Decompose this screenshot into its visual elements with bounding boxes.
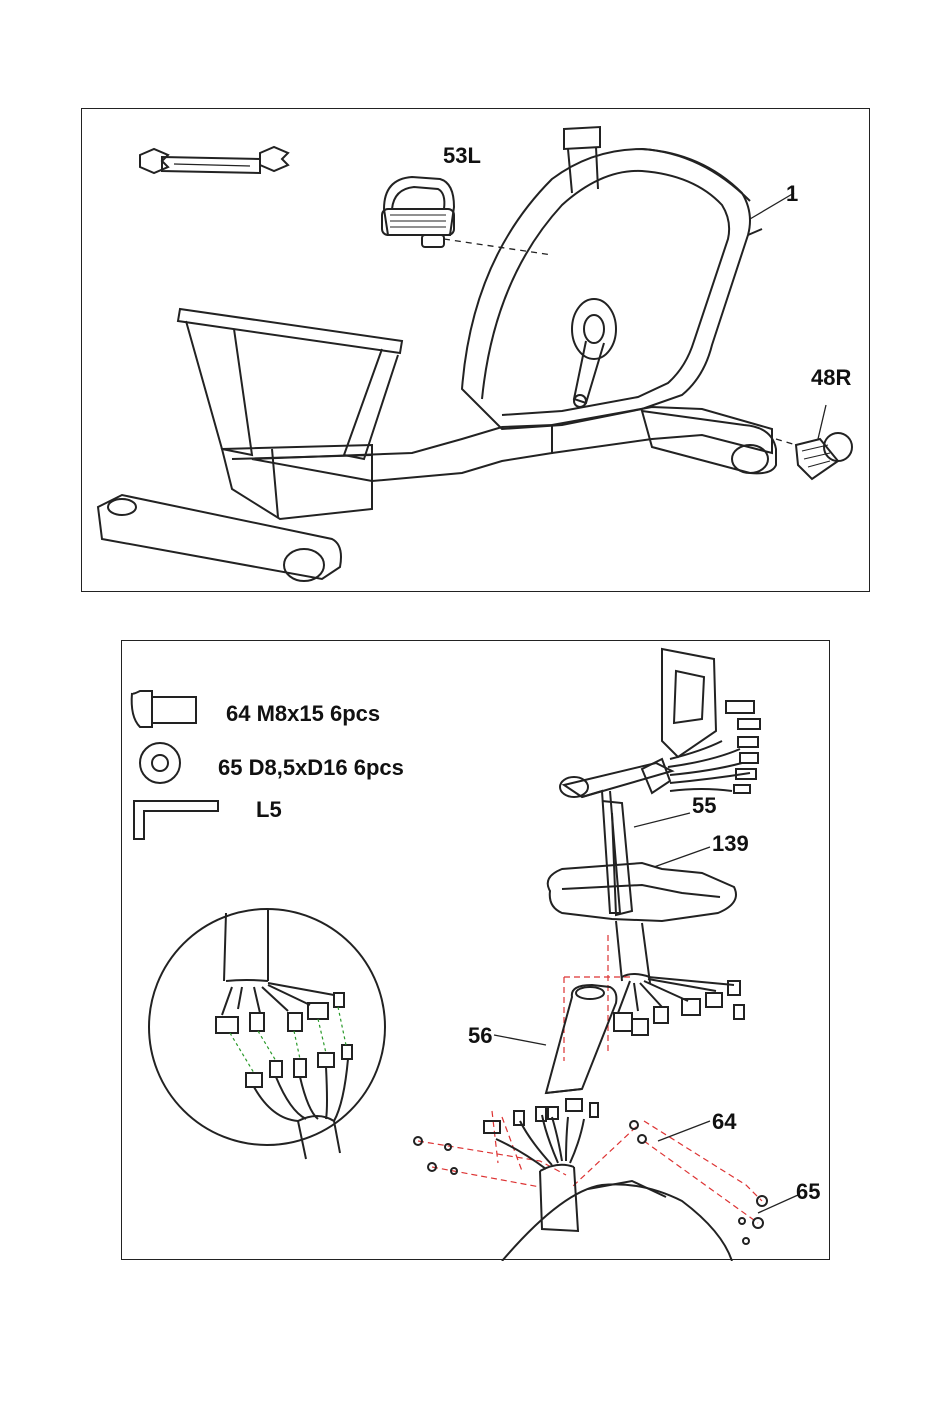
- pedal-left-icon: [382, 177, 454, 247]
- step2-panel: 64 M8x15 6pcs 65 D8,5xD16 6pcs L5 55 139…: [121, 640, 830, 1260]
- step1-panel: 53L 1 48R: [81, 108, 870, 592]
- step2-illustration: [122, 641, 831, 1261]
- callout-65: 65: [796, 1181, 820, 1203]
- frame-base: [98, 407, 776, 581]
- callout-1: 1: [786, 183, 798, 205]
- callout-64: 64: [712, 1111, 736, 1133]
- callout-48R: 48R: [811, 367, 851, 389]
- frame-housing: [462, 127, 762, 429]
- lower-post: [614, 921, 744, 1035]
- hardware-washer-label: 65 D8,5xD16 6pcs: [218, 757, 404, 779]
- step1-illustration: [82, 109, 871, 593]
- allen-key-icon: [134, 801, 218, 839]
- hardware-bolt-label: 64 M8x15 6pcs: [226, 703, 380, 725]
- detail-zoom-circle: [149, 909, 385, 1159]
- wrench-icon: [140, 147, 288, 173]
- callout-139: 139: [712, 833, 749, 855]
- washer-icon: [140, 743, 180, 783]
- assembly-guides: [418, 935, 762, 1223]
- tray: [548, 863, 736, 921]
- base-tube: [484, 1099, 732, 1261]
- hardware-allen-key-label: L5: [256, 799, 282, 821]
- pedal-right-icon: [796, 405, 852, 479]
- callout-55: 55: [692, 795, 716, 817]
- bolts: [414, 1121, 767, 1244]
- callout-53L: 53L: [443, 145, 481, 167]
- bolt-icon: [132, 691, 196, 727]
- callout-56: 56: [468, 1025, 492, 1047]
- upright-post: [560, 649, 760, 915]
- seat-bracket: [178, 309, 402, 519]
- post-cover: [546, 985, 616, 1093]
